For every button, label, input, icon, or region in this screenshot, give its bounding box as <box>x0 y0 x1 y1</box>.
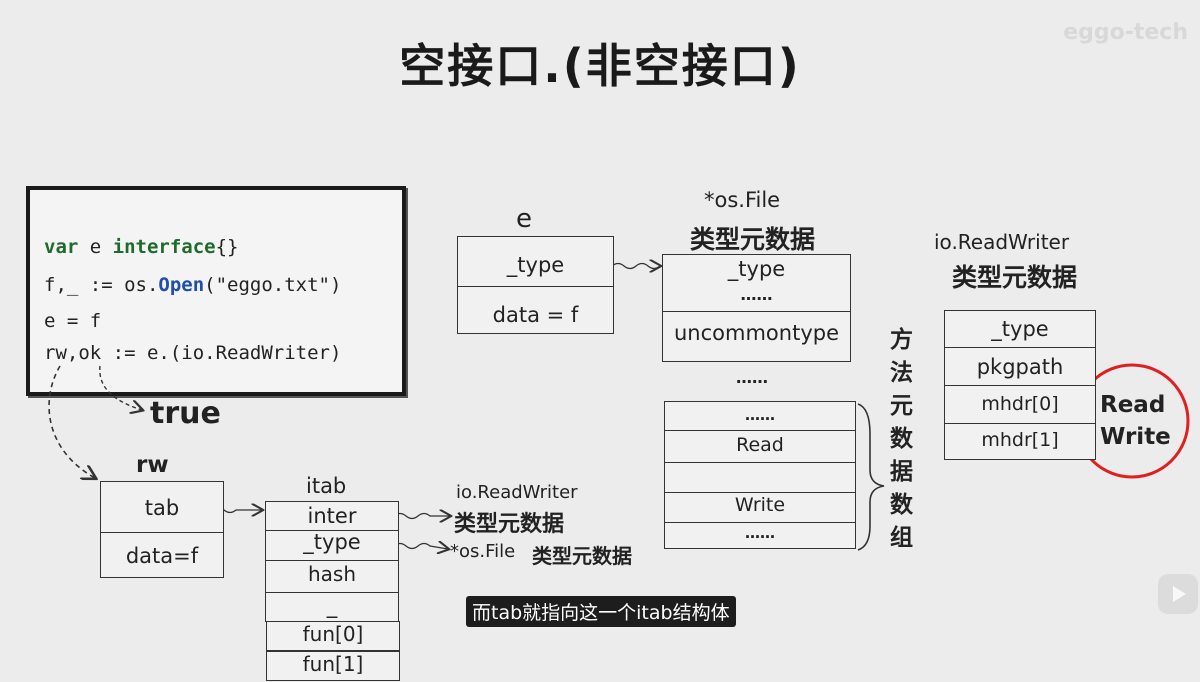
circled-write: Write <box>1100 424 1171 450</box>
eface-name: e <box>516 204 532 234</box>
itab-fun1-slot: fun[1] <box>266 651 400 681</box>
code-line-3: e = f <box>44 310 102 332</box>
iorw-field-mhdr1: mhdr[1] <box>981 429 1059 451</box>
osfile-field-type: _type <box>727 257 786 281</box>
itab-fun0-slot: fun[0] <box>266 621 400 651</box>
code-line-1: var e interface{} <box>44 236 239 258</box>
itab-struct: inter _type hash _ <box>265 501 399 622</box>
code-open-args: ("eggo.txt") <box>204 274 342 296</box>
osfile-field-ellipsis: …… <box>740 285 773 304</box>
code-open-prefix: f,_ := os. <box>44 274 159 296</box>
code-snippet: var e interface{} f,_ := os.Open("eggo.t… <box>26 186 406 396</box>
method-array-label: 方法元数据数组 <box>890 327 913 551</box>
iorw-field-type: _type <box>991 317 1049 341</box>
watermark-logo: eggo-tech <box>1063 20 1188 45</box>
video-play-icon[interactable] <box>1158 574 1198 614</box>
method-slot-0: …… <box>745 406 775 424</box>
video-subtitle: 而tab就指向这一个itab结构体 <box>466 596 736 627</box>
rw-name: rw <box>136 452 169 478</box>
iorw-meta-subtitle: 类型元数据 <box>952 263 1078 292</box>
itab-field-underscore: _ <box>326 594 338 618</box>
code-braces: {} <box>215 236 239 258</box>
rw-field-tab: tab <box>144 496 180 520</box>
itab-field-fun1: fun[1] <box>302 652 364 676</box>
osfile-ref-name: *os.File <box>450 541 516 562</box>
keyword-interface: interface <box>112 236 216 258</box>
osfile-meta-subtitle: 类型元数据 <box>690 225 816 254</box>
circled-read: Read <box>1100 392 1166 418</box>
osfile-meta-name: *os.File <box>704 188 781 212</box>
eface-struct: _type data = f <box>457 236 614 334</box>
eface-field-data: data = f <box>492 303 579 327</box>
method-array-brace <box>857 403 885 551</box>
keyword-var: var <box>44 236 79 258</box>
osfile-gap-ellipsis: …… <box>736 368 768 387</box>
iorw-ref-name: io.ReadWriter <box>456 482 578 503</box>
itab-field-inter: inter <box>307 504 357 528</box>
rw-struct: tab data=f <box>100 481 224 578</box>
osfile-meta-struct: _type …… uncommontype <box>662 254 851 362</box>
rw-field-data: data=f <box>125 544 199 568</box>
iorw-ref-subtitle: 类型元数据 <box>454 512 565 537</box>
osfile-field-uncommontype: uncommontype <box>674 321 839 345</box>
iorw-field-mhdr0: mhdr[0] <box>981 393 1059 415</box>
itab-name: itab <box>306 474 347 498</box>
method-slot-read: Read <box>736 434 784 456</box>
true-label: true <box>150 396 221 431</box>
code-line-4: rw,ok := e.(io.ReadWriter) <box>44 342 342 364</box>
page-title: 空接口.(非空接口) <box>399 39 801 93</box>
itab-field-type: _type <box>303 530 361 554</box>
iorw-meta-struct: _type pkgpath mhdr[0] mhdr[1] <box>944 310 1096 460</box>
itab-field-fun0: fun[0] <box>302 622 364 646</box>
method-slot-4: …… <box>745 524 775 542</box>
eface-field-type: _type <box>506 253 565 277</box>
iorw-field-pkgpath: pkgpath <box>976 355 1064 379</box>
method-array: …… Read Write …… <box>664 401 856 549</box>
method-slot-write: Write <box>734 494 786 516</box>
code-var-name: e <box>78 236 113 258</box>
code-line-2: f,_ := os.Open("eggo.txt") <box>44 274 341 296</box>
iorw-meta-name: io.ReadWriter <box>934 230 1070 254</box>
osfile-ref-subtitle: 类型元数据 <box>532 544 632 568</box>
code-open-func: Open <box>158 274 205 296</box>
itab-field-hash: hash <box>307 562 357 586</box>
arrow-rw-to-struct <box>48 365 95 478</box>
arrow-ok-to-true <box>99 365 142 410</box>
